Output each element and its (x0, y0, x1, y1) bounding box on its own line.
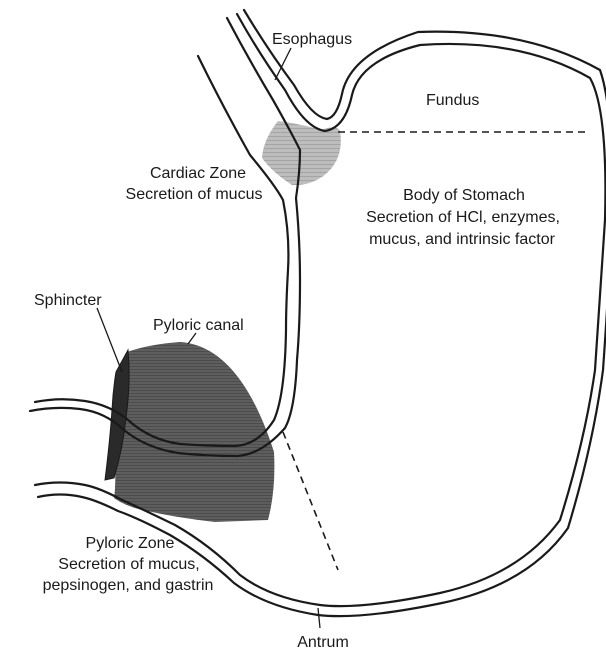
body-secretion-line-1: Secretion of HCl, enzymes, (366, 209, 560, 226)
pyloric-secretion-line-1: Secretion of mucus, (58, 556, 199, 573)
pyloric-zone-label: Pyloric Zone (86, 535, 175, 552)
body-of-stomach-label: Body of Stomach (403, 187, 525, 204)
stomach-wall-inner-line (35, 14, 605, 606)
fundus-label: Fundus (426, 92, 479, 109)
antrum-leader (318, 608, 320, 628)
body-antrum-divider (283, 432, 338, 570)
pyloric-canal-leader (188, 333, 196, 344)
sphincter-leader (97, 308, 122, 372)
esophagus-label: Esophagus (272, 31, 352, 48)
pyloric-secretion-line-2: pepsinogen, and gastrin (43, 577, 214, 594)
stomach-wall-outer-line (30, 10, 606, 616)
cardiac-secretion-label: Secretion of mucus (126, 186, 263, 203)
pyloric-zone-region (113, 342, 274, 522)
pyloric-canal-label: Pyloric canal (153, 317, 244, 334)
sphincter-label: Sphincter (34, 292, 102, 309)
cardiac-zone-label: Cardiac Zone (150, 165, 246, 182)
esophagus-leader (275, 48, 291, 80)
antrum-label: Antrum (297, 634, 349, 651)
body-secretion-line-2: mucus, and intrinsic factor (369, 231, 556, 248)
